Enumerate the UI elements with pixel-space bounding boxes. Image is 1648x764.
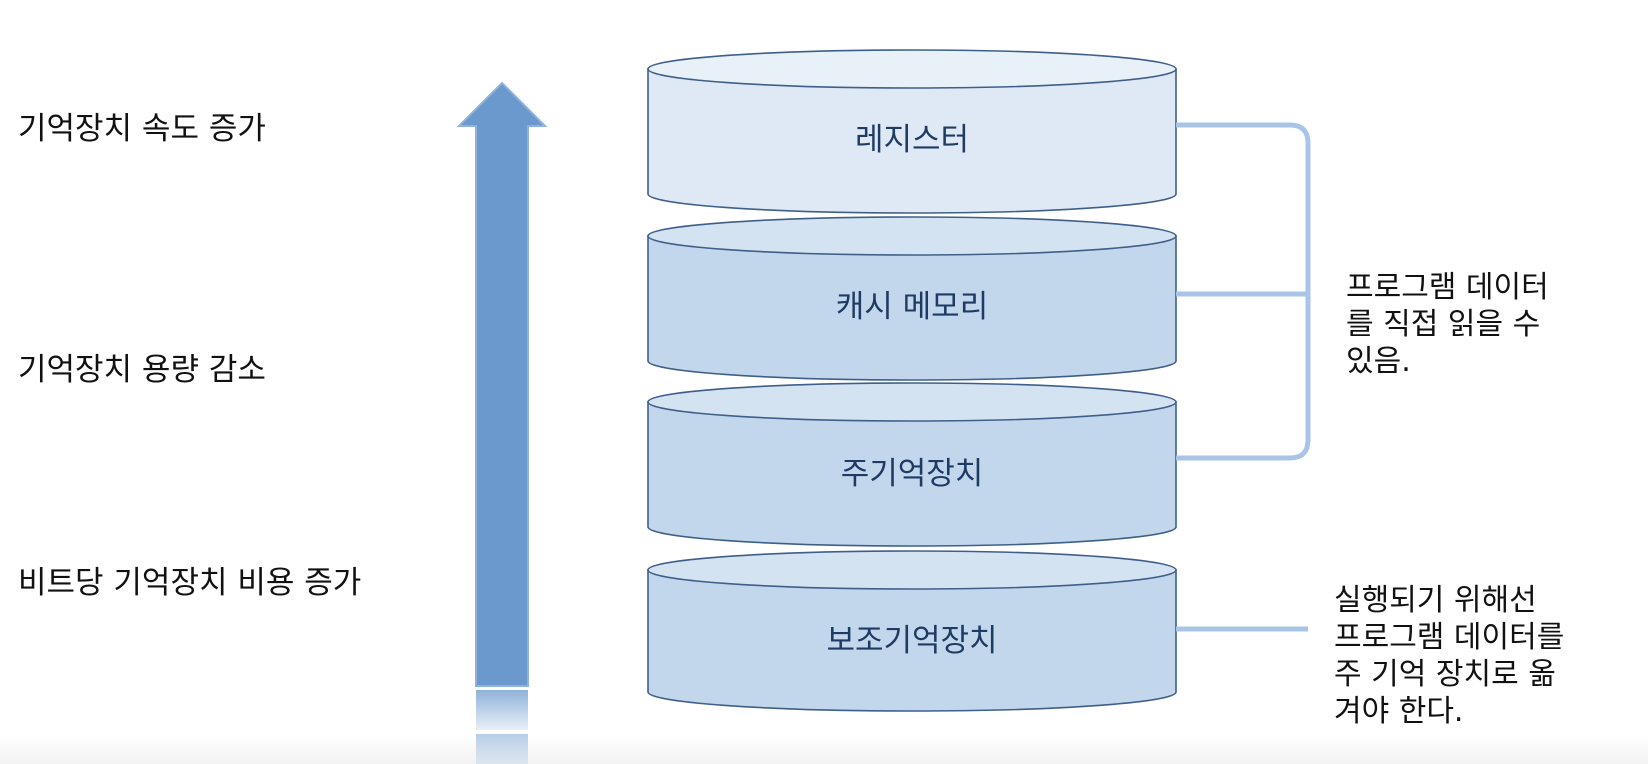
layer-register-label: 레지스터: [854, 122, 970, 158]
secondary-note-line: 겨야 한다.: [1334, 694, 1464, 729]
secondary-note-line: 실행되기 위해선: [1334, 583, 1537, 618]
layer-main-memory-label: 주기억장치: [840, 456, 984, 492]
layer-cache-label: 캐시 메모리: [835, 289, 989, 325]
layer-secondary-label: 보조기억장치: [826, 623, 998, 659]
direct-access-note-line: 프로그램 데이터: [1346, 270, 1549, 305]
layer-secondary-storage-cylinder: [647, 550, 1177, 712]
speed-increase-label: 기억장치 속도 증가: [18, 111, 266, 147]
direct-access-bracket: [1176, 122, 1311, 461]
up-arrow-icon: [456, 81, 548, 764]
direct-access-note-line: 있음.: [1346, 344, 1411, 379]
secondary-storage-note: 실행되기 위해선 프로그램 데이터를 주 기억 장치로 옮 겨야 한다.: [1334, 582, 1564, 730]
layer-register-cylinder: [647, 49, 1177, 214]
direct-access-note: 프로그램 데이터 를 직접 읽을 수 있음.: [1346, 269, 1549, 380]
direct-access-note-line: 를 직접 읽을 수: [1346, 307, 1541, 342]
layer-cache-cylinder: [647, 216, 1177, 381]
capacity-decrease-label: 기억장치 용량 감소: [18, 352, 266, 388]
secondary-note-line: 프로그램 데이터를: [1334, 620, 1565, 655]
secondary-note-line: 주 기억 장치로 옮: [1334, 657, 1556, 692]
cost-increase-label: 비트당 기억장치 비용 증가: [18, 565, 362, 601]
layer-main-memory-cylinder: [647, 382, 1177, 547]
